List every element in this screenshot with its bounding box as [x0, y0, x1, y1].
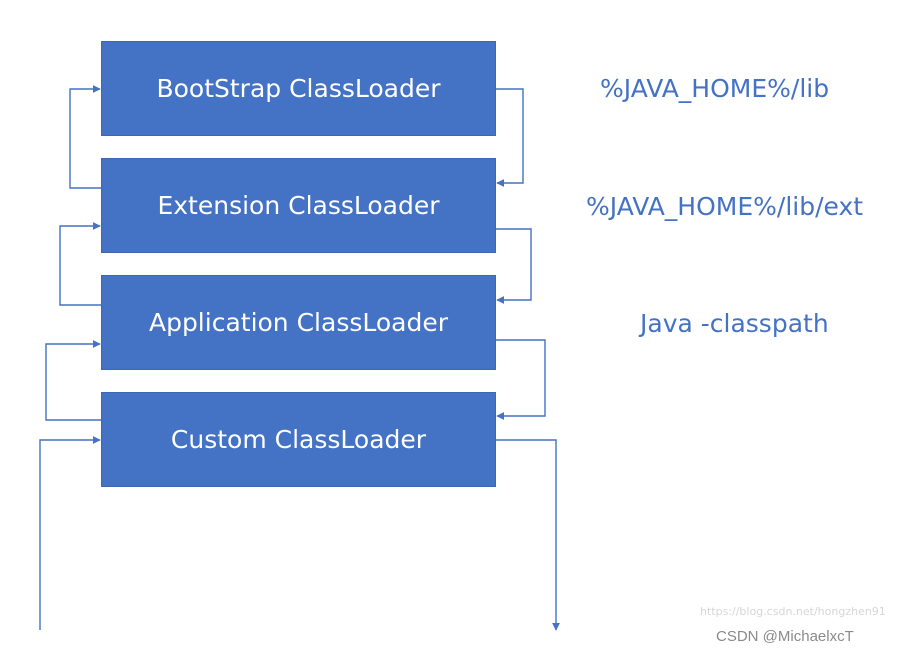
watermark-url: https://blog.csdn.net/hongzhen91 — [700, 605, 886, 618]
arrow-extension-to-application — [496, 228, 532, 304]
arrow-extension-to-bootstrap — [69, 85, 101, 189]
arrow-application-to-extension — [59, 222, 101, 306]
extension-path-label: %JAVA_HOME%/lib/ext — [586, 192, 864, 221]
extension-classloader-box: Extension ClassLoader — [101, 158, 496, 253]
arrow-application-to-custom — [496, 339, 546, 420]
watermark-credit: CSDN @MichaelxcT — [716, 628, 854, 645]
bootstrap-classloader-label: BootStrap ClassLoader — [156, 74, 441, 103]
application-classloader-box: Application ClassLoader — [101, 275, 496, 370]
arrow-custom-exit — [496, 439, 560, 631]
application-path-label: Java -classpath — [640, 309, 829, 338]
arrow-bootstrap-to-extension — [496, 88, 524, 187]
bootstrap-classloader-box: BootStrap ClassLoader — [101, 41, 496, 136]
bootstrap-path-label: %JAVA_HOME%/lib — [600, 74, 830, 103]
custom-classloader-label: Custom ClassLoader — [170, 425, 427, 454]
custom-classloader-box: Custom ClassLoader — [101, 392, 496, 487]
arrow-custom-to-application — [45, 340, 101, 421]
arrow-entry-to-custom — [39, 436, 101, 630]
application-classloader-label: Application ClassLoader — [148, 308, 449, 337]
extension-classloader-label: Extension ClassLoader — [157, 191, 440, 220]
